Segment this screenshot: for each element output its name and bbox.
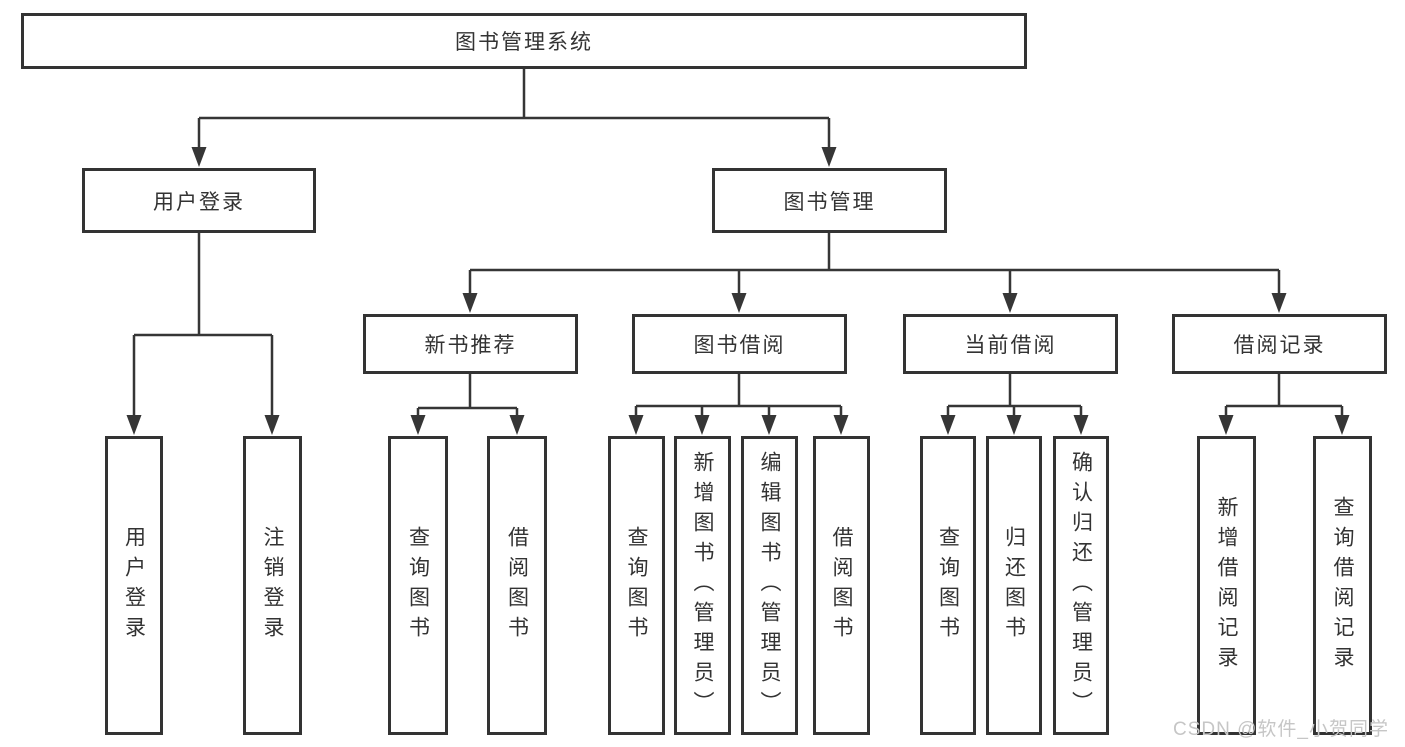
node-leaf-add-book-admin: 新增图书（管理员） (674, 436, 731, 735)
leaf-label: 查询借阅记录 (1331, 495, 1354, 676)
arrow-down-icon (940, 415, 956, 435)
connector-records-to-leaves (1224, 374, 1344, 420)
node-new-book-recommend: 新书推荐 (363, 314, 578, 374)
node-current-borrow-label: 当前借阅 (964, 334, 1057, 357)
node-leaf-confirm-return-admin: 确认归还（管理员） (1053, 436, 1109, 735)
node-user-login-label: 用户登录 (153, 190, 245, 214)
connector-bookmgmt-to-level3 (468, 233, 1281, 297)
arrow-down-icon (761, 415, 777, 435)
node-user-login: 用户登录 (82, 168, 316, 233)
arrow-down-icon (628, 415, 644, 435)
node-book-management-label: 图书管理 (783, 190, 876, 214)
node-leaf-newbook-borrow-book: 借阅图书 (487, 436, 547, 735)
leaf-label: 新增图书（管理员） (691, 450, 714, 721)
leaf-label: 确认归还（管理员） (1069, 450, 1093, 721)
node-leaf-current-query-book: 查询图书 (920, 436, 976, 735)
leaf-label: 查询图书 (625, 525, 648, 646)
node-leaf-logout: 注销登录 (243, 436, 302, 735)
node-book-borrow: 图书借阅 (632, 314, 847, 374)
leaf-label: 借阅图书 (505, 525, 529, 646)
connector-bookborrow-to-leaves (634, 374, 843, 420)
node-leaf-borrow-book: 借阅图书 (813, 436, 870, 735)
leaf-label: 查询图书 (936, 525, 960, 646)
arrow-down-icon (1271, 293, 1287, 313)
node-book-management: 图书管理 (712, 168, 947, 233)
connector-root-to-level2 (199, 69, 831, 150)
leaf-label: 编辑图书（管理员） (758, 450, 781, 721)
arrow-down-icon (264, 415, 280, 435)
arrow-down-icon (410, 415, 426, 435)
node-new-book-recommend-label: 新书推荐 (424, 334, 517, 357)
node-leaf-borrow-query-book: 查询图书 (608, 436, 665, 735)
node-leaf-query-borrow-record: 查询借阅记录 (1313, 436, 1372, 735)
arrow-down-icon (1073, 415, 1089, 435)
connector-currentborrow-to-leaves (946, 374, 1083, 420)
arrow-down-icon (1334, 415, 1350, 435)
node-leaf-add-borrow-record: 新增借阅记录 (1197, 436, 1256, 735)
leaf-label: 用户登录 (122, 525, 146, 646)
leaf-label: 注销登录 (261, 525, 284, 646)
node-borrow-records: 借阅记录 (1172, 314, 1387, 374)
node-root-label: 图书管理系统 (455, 31, 593, 54)
node-leaf-user-login: 用户登录 (105, 436, 163, 735)
arrow-down-icon (1218, 415, 1234, 435)
arrow-down-icon (694, 415, 710, 435)
node-current-borrow: 当前借阅 (903, 314, 1118, 374)
node-book-borrow-label: 图书借阅 (693, 334, 786, 357)
arrow-down-icon (509, 415, 525, 435)
leaf-label: 归还图书 (1002, 525, 1026, 646)
node-leaf-newbook-query-book: 查询图书 (388, 436, 448, 735)
arrow-down-icon (126, 415, 142, 435)
node-leaf-edit-book-admin: 编辑图书（管理员） (741, 436, 798, 735)
arrow-down-icon (833, 415, 849, 435)
arrow-down-icon (462, 293, 478, 313)
connector-newbook-to-leaves (416, 374, 519, 420)
csdn-watermark: CSDN @软件_小贺同学 (1173, 719, 1389, 740)
arrow-down-icon (731, 293, 747, 313)
leaf-label: 借阅图书 (830, 525, 853, 646)
arrow-down-icon (1002, 293, 1018, 313)
arrow-down-icon (821, 147, 837, 167)
leaf-label: 查询图书 (406, 525, 430, 646)
node-root-library-system: 图书管理系统 (21, 13, 1027, 69)
node-leaf-return-book: 归还图书 (986, 436, 1042, 735)
node-borrow-records-label: 借阅记录 (1233, 334, 1326, 357)
arrow-down-icon (1006, 415, 1022, 435)
connector-userlogin-to-leaves (132, 233, 274, 420)
leaf-label: 新增借阅记录 (1215, 495, 1238, 676)
arrow-down-icon (191, 147, 207, 167)
